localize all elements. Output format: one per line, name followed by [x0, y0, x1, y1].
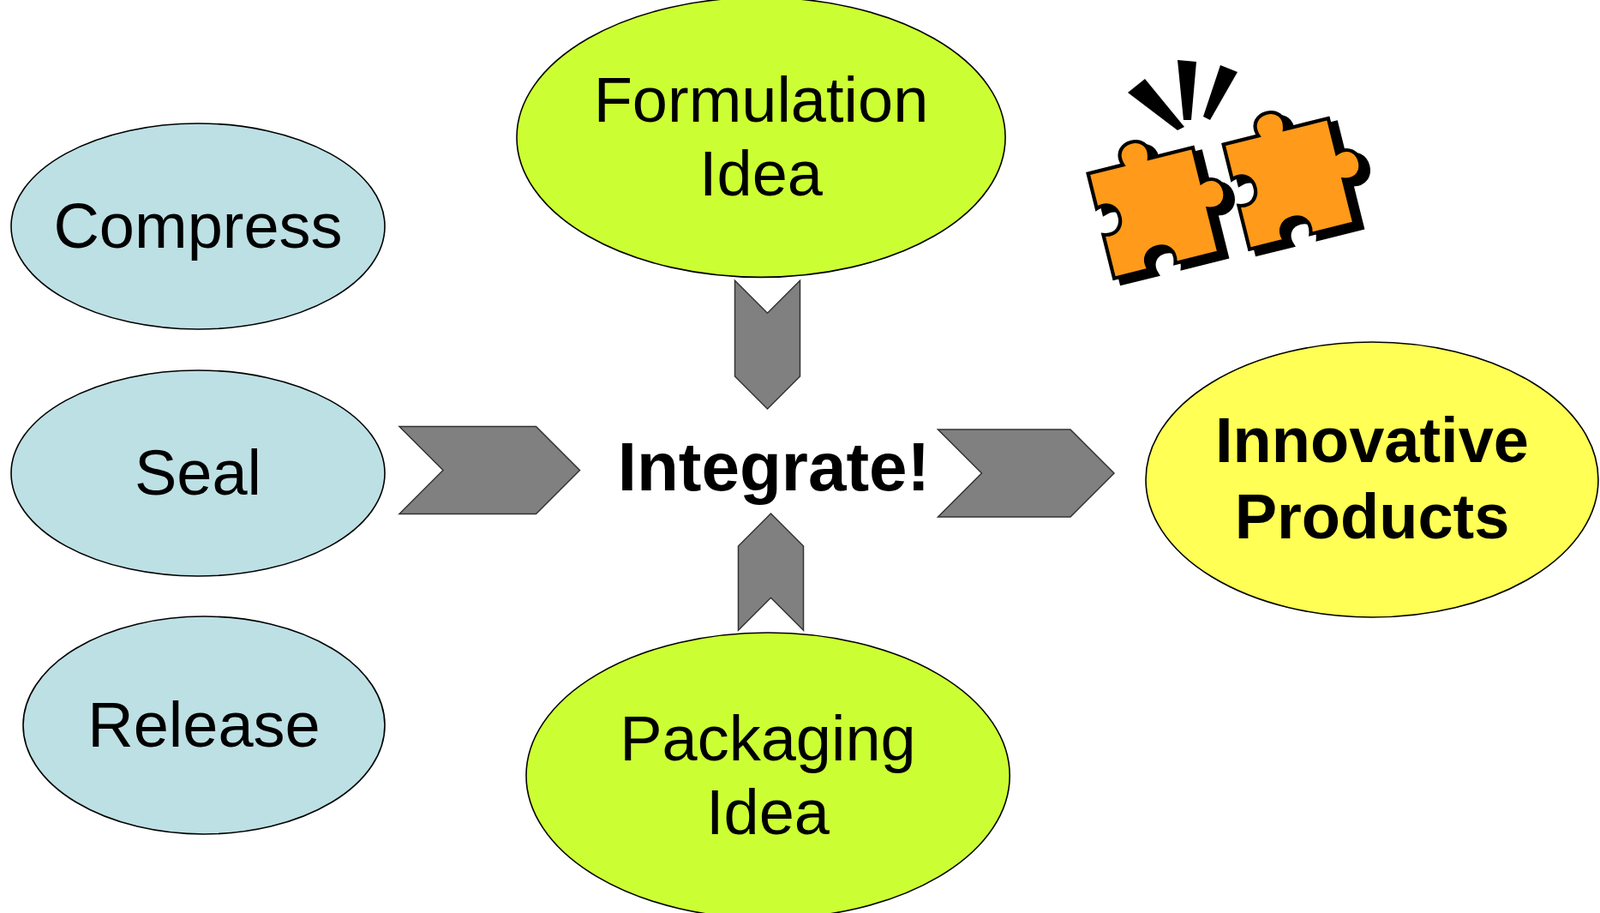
node-label: Packaging Idea [583, 701, 953, 850]
chevron-arrow [738, 513, 804, 630]
chevron-arrow [938, 429, 1115, 517]
node-label: Compress [53, 189, 342, 264]
hub-label-node: Integrate! [616, 425, 933, 509]
ellipse-node: Packaging Idea [525, 631, 1011, 913]
ellipse-node: Compress [10, 122, 386, 330]
node-label: Formulation Idea [576, 63, 946, 211]
ellipse-node: Formulation Idea [515, 0, 1007, 278]
ellipse-shape [23, 616, 385, 834]
ellipse-shape [11, 370, 385, 576]
puzzle-piece [1083, 121, 1247, 285]
node-label: Integrate! [617, 425, 931, 509]
puzzle-piece [1218, 92, 1382, 256]
ellipse-shape [516, 0, 1006, 277]
ellipse-node: Seal [10, 369, 386, 577]
chevron-arrow [399, 426, 581, 515]
chevron-arrow [735, 280, 801, 409]
node-label: Innovative Products [1187, 402, 1557, 556]
ellipse-shape [11, 123, 385, 330]
ellipse-shape [1145, 341, 1599, 617]
ellipse-node: Release [22, 615, 386, 835]
ellipse-outline [1144, 341, 1600, 618]
spark-lines [1127, 59, 1238, 131]
ellipse-node: Innovative Products [1144, 341, 1600, 618]
node-label: Release [87, 688, 321, 762]
node-label: Seal [134, 436, 262, 510]
ellipse-shape [526, 632, 1010, 913]
